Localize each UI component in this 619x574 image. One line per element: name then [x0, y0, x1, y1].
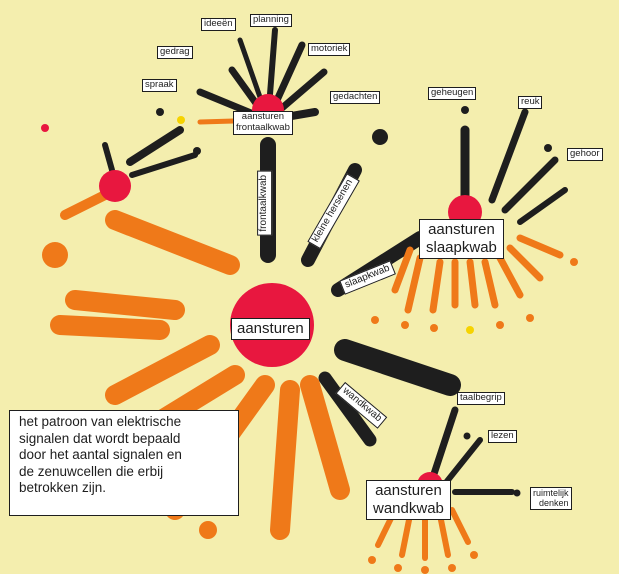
orange-dot: [570, 258, 578, 266]
orange-dot: [470, 551, 478, 559]
orange-dot: [199, 521, 217, 539]
label-gedachten: gedachten: [330, 91, 381, 104]
orange-ray: [481, 258, 499, 309]
dark-ray: [126, 126, 184, 166]
orange-ray: [516, 234, 564, 259]
label-gehoor: gehoor: [567, 148, 603, 161]
label-spraak: spraak: [142, 79, 177, 92]
orange-dot: [496, 321, 504, 329]
label-frontaalkwab: frontaalkwab: [257, 170, 272, 236]
label-geheugen: geheugen: [428, 87, 477, 100]
label-motoriek: motoriek: [308, 43, 351, 56]
orange-ray: [300, 375, 350, 500]
dark-dot: [372, 129, 388, 145]
dark-ray: [517, 187, 568, 225]
note-box: het patroon van elektrische signalen dat…: [9, 410, 239, 516]
label-aansturen-frontaalkwab: aansturen frontaalkwab: [233, 111, 293, 135]
orange-dot: [371, 316, 379, 324]
yellow-dot: [466, 326, 474, 334]
dark-dot: [513, 489, 521, 497]
orange-ray: [466, 258, 479, 309]
orange-ray: [270, 380, 300, 540]
dark-ray: [488, 108, 529, 204]
dark-dot: [463, 432, 471, 440]
dark-dot: [156, 108, 164, 116]
label-taalbegrip: taalbegrip: [457, 392, 505, 405]
dark-dot: [544, 144, 552, 152]
label-reuk: reuk: [518, 96, 543, 109]
dark-ray: [334, 339, 461, 396]
dark-ray: [102, 142, 115, 173]
orange-dot: [421, 566, 429, 574]
orange-ray: [496, 254, 524, 299]
orange-ray: [429, 258, 444, 314]
label-ruimtelijk-denken: ruimtelijk denken: [530, 487, 572, 510]
node-upper-left: [99, 170, 131, 202]
orange-ray: [105, 210, 240, 275]
label-aansturen: aansturen: [231, 318, 310, 340]
orange-ray: [437, 512, 451, 558]
label-gedrag: gedrag: [157, 46, 193, 59]
orange-ray: [65, 290, 185, 320]
label-lezen: lezen: [488, 430, 517, 443]
orange-dot: [526, 314, 534, 322]
dark-ray: [318, 371, 377, 447]
orange-ray: [404, 254, 424, 314]
dark-ray: [129, 152, 198, 178]
orange-dot: [448, 564, 456, 572]
orange-dot: [368, 556, 376, 564]
red-dot: [41, 124, 49, 132]
orange-ray: [60, 190, 110, 220]
yellow-dot: [177, 116, 185, 124]
orange-dot: [394, 564, 402, 572]
dark-ray: [501, 156, 559, 214]
orange-ray: [105, 335, 220, 405]
label-ideeen: ideeën: [201, 18, 236, 31]
orange-ray: [391, 246, 414, 294]
orange-ray: [449, 507, 471, 545]
orange-dot: [42, 242, 68, 268]
label-aansturen-wandkwab: aansturen wandkwab: [366, 480, 451, 520]
label-planning: planning: [250, 14, 292, 27]
dark-dot: [461, 106, 469, 114]
orange-ray: [399, 512, 413, 558]
orange-dot: [401, 321, 409, 329]
label-aansturen-slaapkwab: aansturen slaapkwab: [419, 219, 504, 259]
orange-ray: [506, 244, 544, 282]
dark-dot: [193, 147, 201, 155]
orange-dot: [430, 324, 438, 332]
orange-ray: [50, 315, 170, 340]
dark-ray: [428, 406, 459, 484]
